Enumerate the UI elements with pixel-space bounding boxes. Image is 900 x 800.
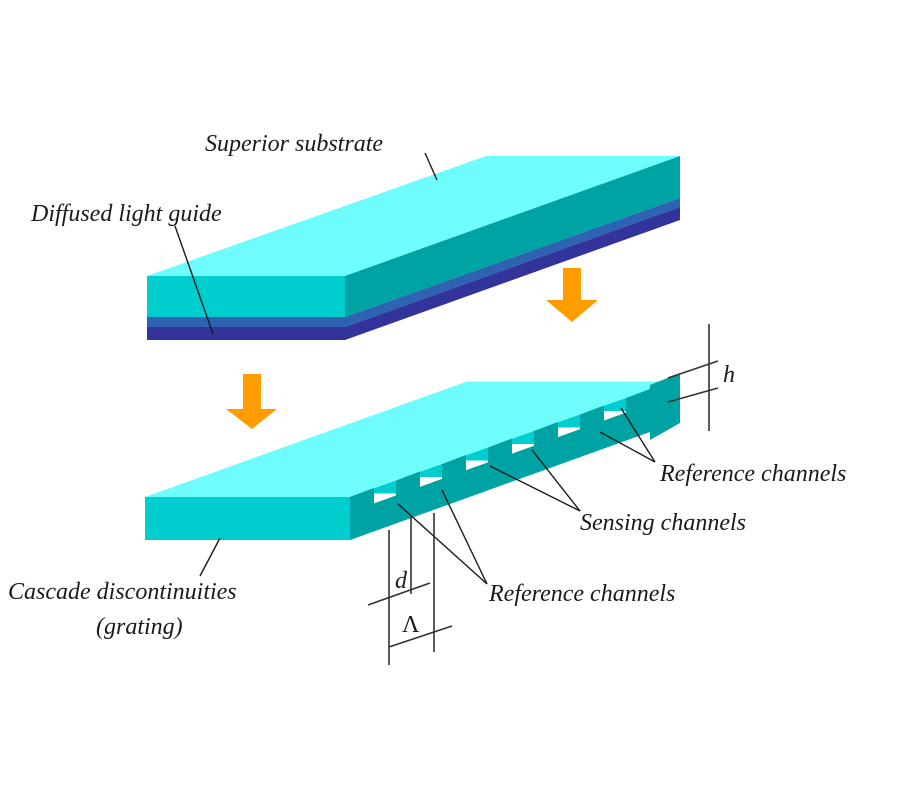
label-grating: (grating) (96, 614, 183, 640)
arrow-down-icon-left (226, 374, 277, 429)
light-guide-side-dark (345, 207, 680, 340)
grating-top-face (145, 480, 396, 497)
height-symbol: h (723, 362, 735, 388)
period-symbol: Λ (402, 612, 420, 638)
light-guide-front-light (147, 317, 345, 327)
leader-sensing-2 (531, 449, 581, 512)
dimension-h: h (667, 324, 735, 431)
leader-lines (174, 152, 656, 585)
grating-top-face (191, 464, 442, 481)
leader-cascade (199, 537, 221, 577)
arrow-down-icon-right (546, 268, 598, 322)
grating-top-face (375, 398, 626, 415)
substrate-front-face (147, 276, 345, 317)
leader-sensing-1 (489, 465, 581, 512)
label-cascade-discontinuities: Cascade discontinuities (8, 579, 237, 605)
dimension-d-lambda: d Λ (367, 513, 453, 665)
leader-reference-bottom-1 (397, 503, 488, 585)
label-sensing-channels: Sensing channels (580, 510, 746, 536)
grating-top-face (237, 447, 488, 464)
leader-light-guide (174, 225, 214, 335)
substrate-side-face (345, 156, 680, 317)
leader-reference-right-1 (599, 431, 656, 463)
superior-substrate-block (147, 156, 680, 340)
grating-top-face (283, 431, 534, 448)
light-guide-side-light (345, 198, 680, 327)
grating-block (145, 373, 680, 540)
leader-superior-substrate (424, 152, 438, 181)
substrate-top-face (147, 156, 680, 276)
grating-front-face (145, 497, 350, 540)
grating-top-face (329, 414, 580, 431)
grating-top-face (421, 381, 672, 398)
leader-reference-bottom-2 (441, 489, 488, 585)
grating-end-face (650, 373, 680, 440)
light-guide-front-dark (147, 327, 345, 340)
label-reference-channels-bottom: Reference channels (488, 581, 675, 607)
label-superior-substrate: Superior substrate (205, 131, 383, 157)
label-diffused-light-guide: Diffused light guide (30, 201, 222, 227)
width-symbol: d (395, 568, 408, 594)
label-reference-channels-right: Reference channels (659, 461, 846, 487)
grating-base-side (350, 393, 680, 540)
leader-reference-right-2 (620, 407, 656, 463)
